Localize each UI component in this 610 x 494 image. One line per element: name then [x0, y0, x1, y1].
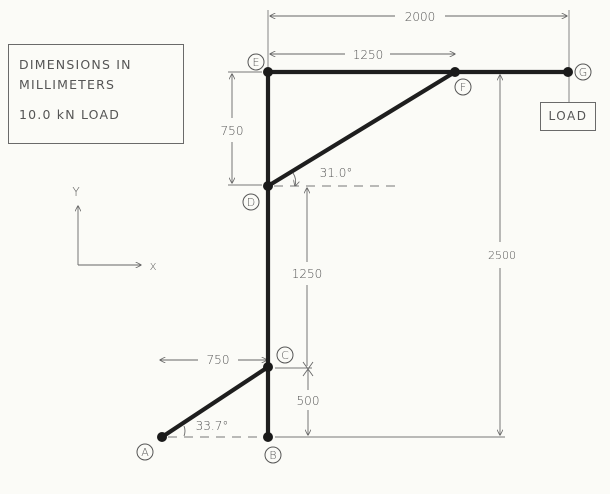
joints	[157, 67, 573, 442]
member-AC	[159, 364, 271, 440]
angle-DF: 31.0°	[320, 166, 353, 180]
node-label-E: E	[253, 56, 260, 69]
joint-F	[450, 67, 460, 77]
notes-line-1: DIMENSIONS IN	[19, 57, 132, 72]
joint-G	[563, 67, 573, 77]
reference-lines	[168, 185, 395, 438]
node-label-F: F	[460, 81, 466, 94]
joint-D	[263, 181, 273, 191]
member-DF	[265, 69, 458, 189]
dim-CB: 500	[297, 394, 320, 408]
truss-members	[159, 69, 571, 440]
joint-B	[263, 432, 273, 442]
node-label-B: B	[269, 449, 276, 462]
node-label-circles	[136, 53, 592, 464]
joint-C	[263, 362, 273, 372]
joint-A	[157, 432, 167, 442]
dimension-lines	[78, 16, 567, 437]
x-axis-label: X	[150, 262, 157, 273]
dim-EG-total: 2000	[405, 10, 436, 24]
angle-AC: 33.7°	[196, 419, 229, 433]
dim-BG-vertical: 2500	[488, 249, 516, 262]
notes-line-2: MILLIMETERS	[19, 77, 116, 92]
extension-lines	[228, 10, 570, 438]
load-box: LOAD	[540, 102, 596, 131]
dim-EF: 1250	[353, 48, 384, 62]
node-label-A: A	[141, 446, 149, 459]
dim-ED: 750	[221, 124, 244, 138]
node-label-G: G	[579, 66, 588, 79]
dim-DC: 1250	[292, 267, 323, 281]
y-axis-label: Y	[72, 185, 80, 199]
joint-E	[263, 67, 273, 77]
notes-line-3: 10.0 kN LOAD	[19, 107, 121, 122]
node-label-D: D	[247, 196, 255, 209]
notes-box: DIMENSIONS IN MILLIMETERS 10.0 kN LOAD	[8, 44, 184, 144]
node-label-C: C	[281, 349, 289, 362]
dim-AB-horizontal: 750	[207, 353, 230, 367]
